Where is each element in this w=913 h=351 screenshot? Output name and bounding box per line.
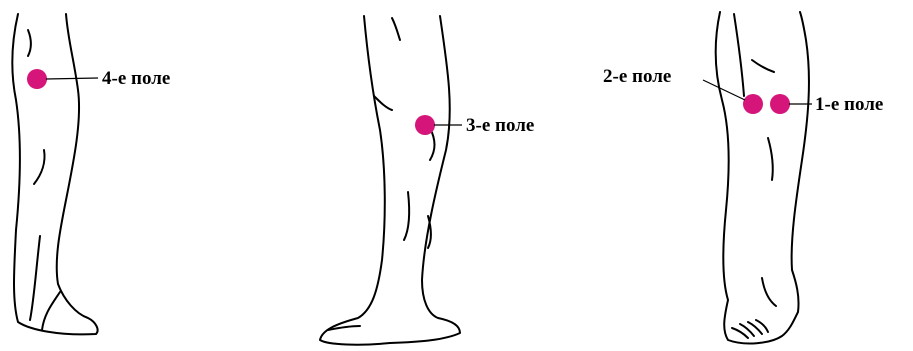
field-1-dot bbox=[770, 94, 790, 114]
leg-back-view bbox=[12, 14, 97, 334]
field-1-label: 1-е поле bbox=[815, 94, 883, 115]
leg-side-view bbox=[320, 16, 460, 345]
field-4-label: 4-е поле bbox=[102, 68, 170, 89]
field-2-dot bbox=[743, 94, 763, 114]
field-4-dot bbox=[27, 69, 47, 89]
field-4-leader bbox=[46, 78, 98, 79]
field-3-dot bbox=[415, 115, 435, 135]
field-2-leader bbox=[703, 80, 745, 100]
field-1-marker: 1-е поле bbox=[770, 94, 883, 115]
field-2-marker: 2-е поле bbox=[603, 66, 763, 114]
leg-front-view bbox=[716, 12, 809, 343]
field-3-label: 3-е поле bbox=[466, 115, 534, 136]
field-2-label: 2-е поле bbox=[603, 66, 671, 87]
field-4-marker: 4-е поле bbox=[27, 68, 170, 89]
